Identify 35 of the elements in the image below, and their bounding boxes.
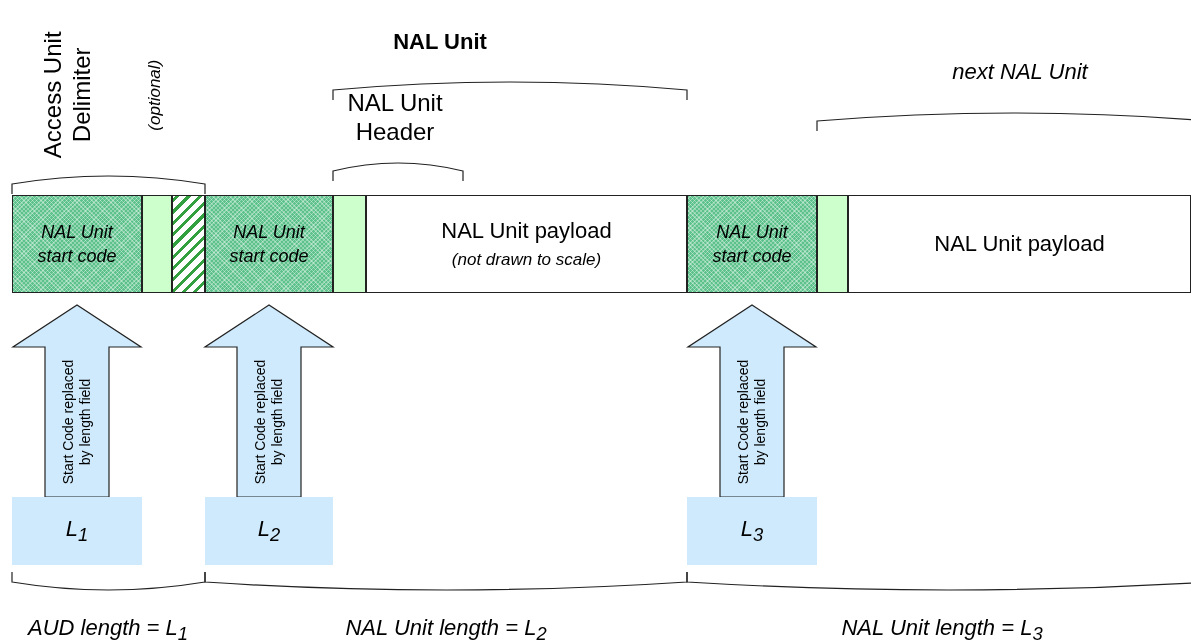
- length-label: L$_{3}$: [740, 515, 764, 547]
- segment-label: NAL Unit start code: [711, 221, 793, 268]
- length-caption: NAL Unit length = L$_{3}$: [840, 615, 1044, 644]
- payload-segment: [848, 195, 1191, 293]
- edge-label: Start Code replaced by length field: [735, 358, 769, 487]
- block-arrow: [686, 304, 818, 498]
- block-arrow: [11, 304, 143, 498]
- edge-label: Start Code replaced by length field: [252, 358, 286, 487]
- bracket-label: NAL Unit Header: [346, 89, 444, 147]
- segment-label: NAL Unit start code: [228, 221, 310, 268]
- bracket-label: next NAL Unit: [951, 59, 1090, 86]
- start-code-segment: [12, 195, 142, 293]
- start-code-segment: [205, 195, 333, 293]
- bracket-note: (optional): [144, 58, 165, 133]
- length-field-box: [12, 497, 142, 565]
- segment-note: (not drawn to scale): [451, 250, 602, 270]
- hatched-segment: [172, 195, 205, 293]
- block-arrow: [203, 304, 335, 498]
- length-label: L$_{1}$: [65, 515, 89, 547]
- segment-label: NAL Unit payload: [934, 231, 1105, 257]
- length-caption: AUD length = L$_{1}$: [26, 615, 189, 644]
- edge-label: Start Code replaced by length field: [60, 358, 94, 487]
- start-code-segment: [687, 195, 817, 293]
- length-field-box: [687, 497, 817, 565]
- header-segment: [333, 195, 366, 293]
- length-caption: NAL Unit length = L$_{2}$: [344, 615, 548, 644]
- bracket-label: Access Unit Delimiter: [39, 30, 96, 161]
- bracket-label: NAL Unit: [392, 29, 488, 56]
- length-label: L$_{2}$: [257, 515, 281, 547]
- segment-label: NAL Unit payload: [441, 218, 612, 244]
- length-field-box: [205, 497, 333, 565]
- segment-label: NAL Unit start code: [36, 221, 118, 268]
- header-segment: [817, 195, 848, 293]
- payload-segment: [366, 195, 687, 293]
- header-segment: [142, 195, 172, 293]
